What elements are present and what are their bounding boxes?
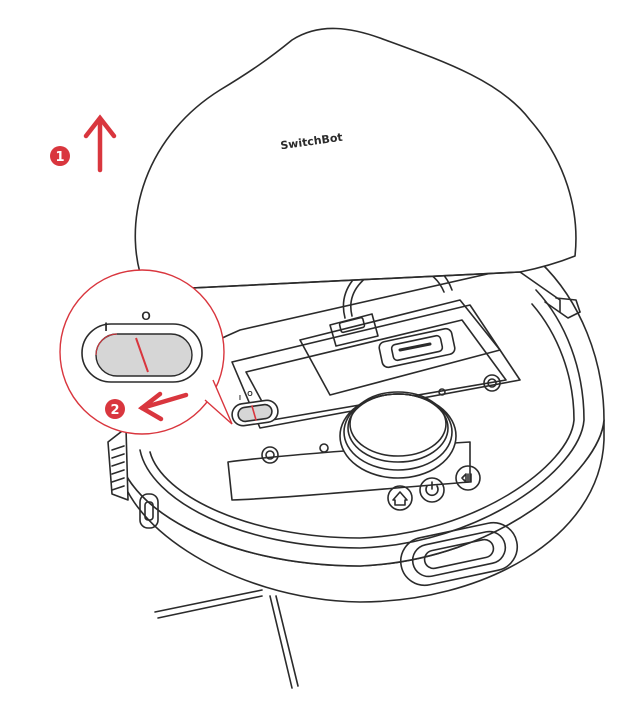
robot-inner-rim-2 — [149, 303, 575, 539]
robot-inner-rim — [139, 289, 585, 549]
front-handle — [399, 521, 519, 587]
dustbin-tray — [299, 299, 501, 396]
filter-block — [378, 327, 456, 369]
side-brush-right — [269, 595, 299, 689]
home-button[interactable] — [387, 485, 413, 511]
step-1-number: 1 — [55, 150, 64, 165]
spot-clean-button[interactable] — [455, 465, 481, 491]
arrow-up-icon — [83, 114, 117, 173]
side-vent — [107, 427, 129, 501]
screw-1 — [261, 446, 279, 464]
robot-switch-off-label: O — [247, 391, 253, 398]
arrow-left-icon — [137, 391, 189, 422]
side-brush-left — [154, 589, 263, 619]
screw-4 — [438, 388, 446, 396]
robot-power-switch[interactable] — [231, 399, 280, 427]
step-1-marker: 1 — [50, 146, 70, 166]
switch-on-label: I — [104, 320, 107, 334]
step-2-number: 2 — [110, 403, 119, 418]
screw-2 — [483, 374, 501, 392]
step-2-marker: 2 — [105, 399, 125, 419]
power-button[interactable] — [419, 477, 445, 503]
robot-switch-on-label: I — [239, 395, 241, 402]
enlarged-power-switch[interactable] — [81, 323, 203, 383]
lidar-turret — [339, 391, 457, 479]
lid — [134, 27, 577, 291]
side-port — [139, 493, 159, 529]
screw-3 — [319, 443, 329, 453]
front-panel — [227, 441, 471, 501]
switch-off-label: O — [141, 309, 150, 323]
